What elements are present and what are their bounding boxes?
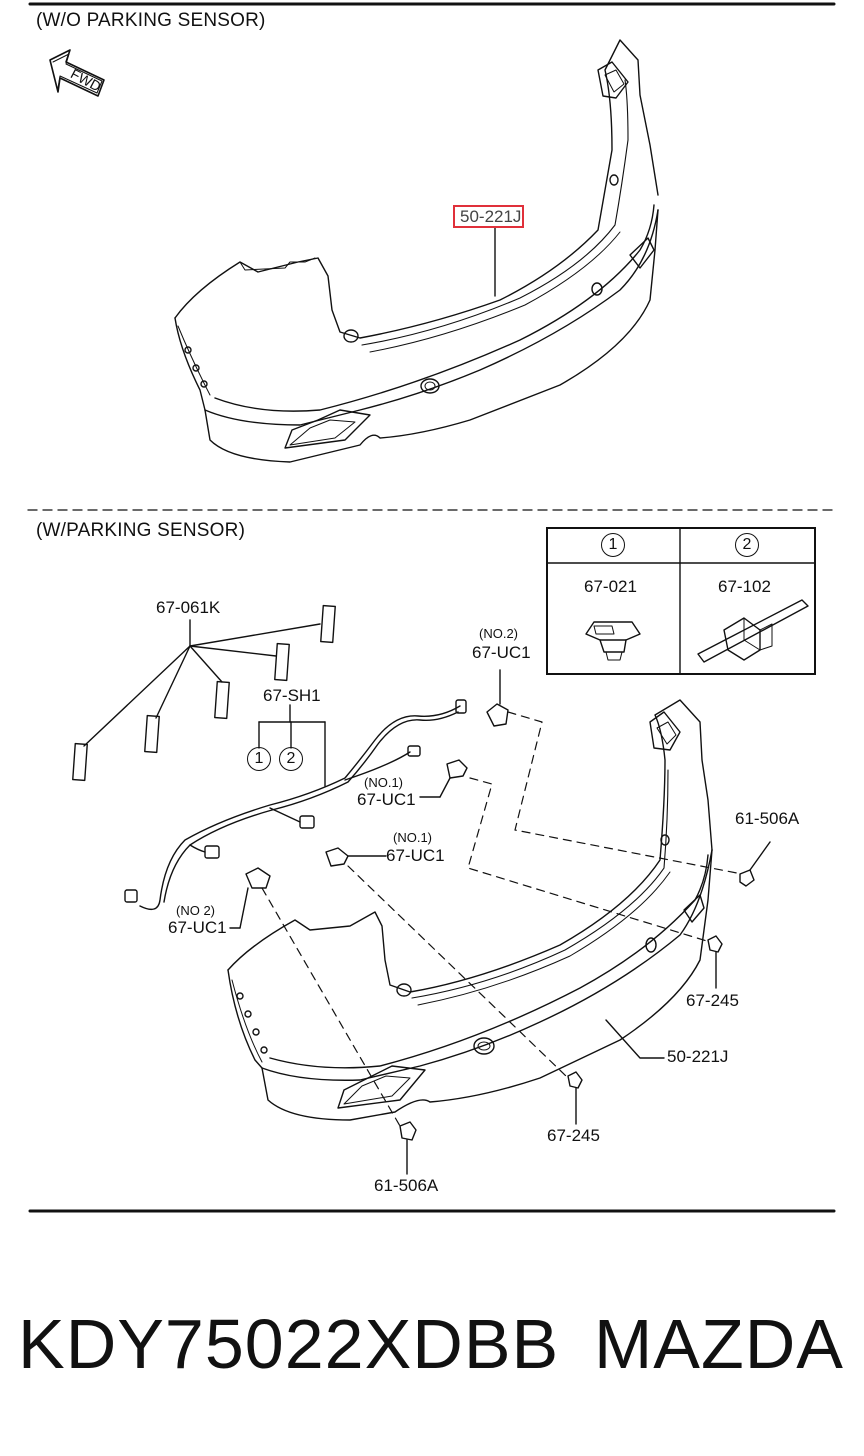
fwd-arrow-icon	[49, 49, 105, 97]
footer-brand: MAZDA	[594, 1305, 844, 1383]
part-label-50-221j-highlighted[interactable]: 50-221J	[460, 207, 522, 226]
assembly-dashed-lines	[261, 711, 743, 1127]
legend-circle-2: 2	[735, 533, 759, 557]
part-label-67-sh1[interactable]: 67-SH1	[263, 686, 321, 705]
part-label-61-506a-bottom[interactable]: 61-506A	[374, 1176, 439, 1195]
footer-part-number: KDY75022XDBB	[18, 1305, 560, 1383]
pad-67-061k-drawing	[72, 604, 336, 782]
bumper-bottom-drawing	[227, 699, 713, 1121]
part-label-67-uc1-no1-mid[interactable]: 67-UC1	[386, 846, 445, 865]
section-title-without-sensor: (W/O PARKING SENSOR)	[36, 10, 266, 31]
sensor-tag-no2-top: (NO.2)	[479, 626, 518, 641]
clip-67-021-icon	[585, 621, 641, 661]
part-label-50-221j-bottom[interactable]: 50-221J	[667, 1047, 729, 1066]
wiring-harness-drawing	[124, 699, 467, 911]
part-label-67-061k[interactable]: 67-061K	[156, 598, 221, 617]
highlight-box	[453, 205, 524, 228]
part-label-67-uc1-no1-upper[interactable]: 67-UC1	[357, 790, 416, 809]
fasteners-drawing	[399, 841, 771, 1175]
part-label-61-506a-right[interactable]: 61-506A	[735, 809, 800, 828]
part-label-67-uc1-no2-top[interactable]: 67-UC1	[472, 643, 531, 662]
legend-table	[546, 527, 816, 675]
part-label-67-uc1-no2-left[interactable]: 67-UC1	[168, 918, 227, 937]
harness-ref-circle-2: 2	[279, 747, 303, 771]
bumper-top-drawing	[174, 39, 659, 463]
tape-67-102-icon	[697, 599, 809, 663]
harness-67-sh1-bracket	[258, 704, 326, 787]
part-label-67-245-right[interactable]: 67-245	[686, 991, 739, 1010]
sensor-tag-no2-left: (NO 2)	[176, 903, 215, 918]
legend-circle-1: 1	[601, 533, 625, 557]
legend-part-67-102[interactable]: 67-102	[718, 577, 771, 596]
sensor-tag-no1-upper: (NO.1)	[364, 775, 403, 790]
legend-part-67-021[interactable]: 67-021	[584, 577, 637, 596]
part-label-67-245-bottom[interactable]: 67-245	[547, 1126, 600, 1145]
sensor-tag-no1-mid: (NO.1)	[393, 830, 432, 845]
sensors-drawing	[229, 669, 509, 929]
section-title-with-sensor: (W/PARKING SENSOR)	[36, 520, 246, 541]
harness-ref-circle-1: 1	[247, 747, 271, 771]
